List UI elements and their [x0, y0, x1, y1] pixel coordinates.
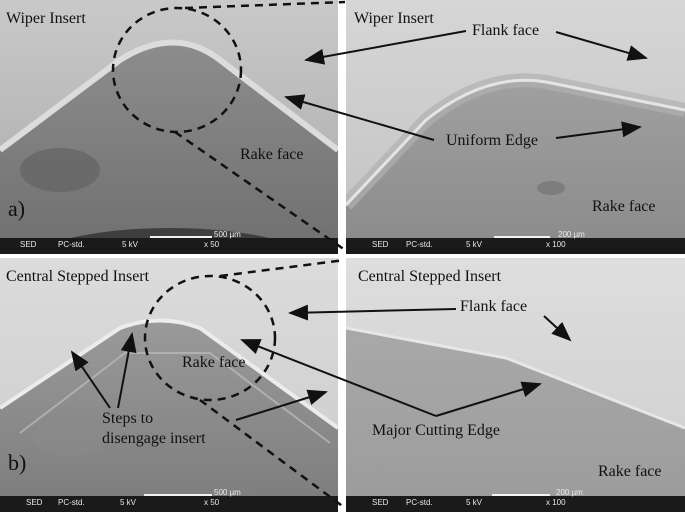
sem-image-wiper-x50 — [0, 0, 338, 254]
flank-face-label: Flank face — [460, 298, 528, 315]
rake-face-label: Rake face — [598, 463, 662, 480]
panel-b-stepped-x100: Central Stepped Insert Flank face Major … — [346, 258, 685, 512]
panel-letter: b) — [8, 450, 27, 475]
steps-label-line1: Steps to — [102, 410, 154, 427]
sem-info-bar: SED PC-std. 5 kV 200 µm x 100 — [346, 230, 685, 254]
sem-info-bar: SED PC-std. 5 kV 500 µm x 50 — [0, 488, 338, 512]
panel-a-wiper-x100: Wiper Insert Flank face Uniform Edge Rak… — [346, 0, 685, 254]
scale-bar — [494, 236, 550, 238]
panel-a-wiper-x50: Wiper Insert Rake face a) SED PC-std. 5 … — [0, 0, 338, 254]
panel-title: Central Stepped Insert — [358, 268, 502, 285]
rake-face-label: Rake face — [240, 146, 304, 163]
rake-face-label: Rake face — [182, 354, 246, 371]
major-cutting-edge-label: Major Cutting Edge — [372, 422, 500, 439]
panel-title: Wiper Insert — [354, 10, 434, 27]
panel-title: Central Stepped Insert — [6, 268, 150, 285]
scale-bar — [492, 494, 550, 496]
rake-face-label: Rake face — [592, 198, 656, 215]
panel-letter: a) — [8, 196, 26, 221]
sem-info-bar: SED PC-std. 5 kV 500 µm x 50 — [0, 230, 338, 254]
flank-face-label: Flank face — [472, 22, 540, 39]
uniform-edge-label: Uniform Edge — [446, 132, 538, 149]
sem-image-stepped-x50 — [0, 258, 338, 512]
scale-bar — [144, 494, 212, 496]
steps-label-line2: disengage insert — [102, 430, 206, 447]
sem-info-bar: SED PC-std. 5 kV 200 µm x 100 — [346, 488, 685, 512]
panel-b-stepped-x50: Central Stepped Insert Rake face Steps t… — [0, 258, 338, 512]
scale-bar — [150, 236, 212, 238]
panel-title: Wiper Insert — [6, 10, 86, 27]
